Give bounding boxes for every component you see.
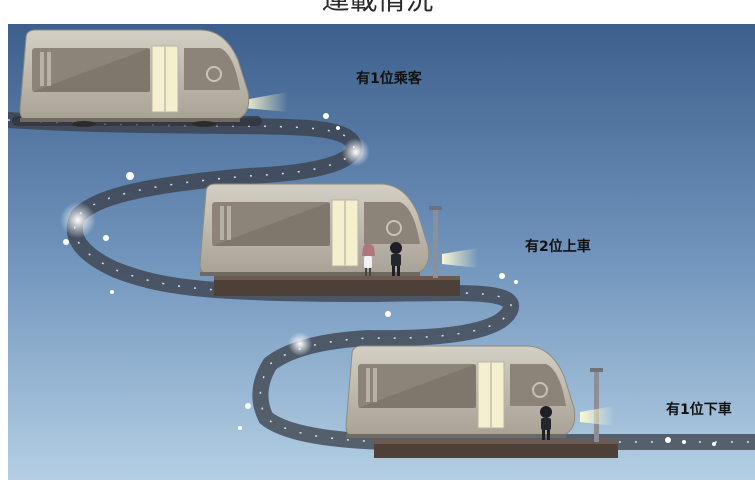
- platform-edge: [214, 276, 460, 280]
- platform: [214, 276, 460, 296]
- headlight-beam: [580, 406, 614, 426]
- sparkle: [60, 202, 96, 238]
- heading-text: 運載情況: [0, 0, 755, 20]
- sparkle: [238, 426, 242, 430]
- sparkle: [682, 440, 686, 444]
- alighting-passenger: [540, 406, 552, 440]
- tram-1: [12, 29, 288, 127]
- stop-label-passengers: 有1位乘客: [356, 71, 422, 87]
- sparkle: [342, 138, 370, 166]
- sparkle: [385, 311, 391, 317]
- sparkle: [245, 403, 251, 409]
- sparkle: [665, 437, 671, 443]
- station-pole: [594, 370, 599, 442]
- wheel: [72, 121, 96, 127]
- sparkle: [288, 332, 312, 356]
- scene-illustration: [0, 24, 755, 480]
- sparkles: [60, 113, 716, 446]
- platform-edge: [374, 440, 618, 444]
- sparkle: [514, 280, 518, 284]
- pole-cap: [590, 368, 603, 372]
- stop-label-alighting: 有1位下車: [666, 402, 732, 418]
- sparkle: [499, 273, 505, 279]
- sparkle: [126, 172, 134, 180]
- pole-cap: [429, 206, 442, 210]
- headlight-beam: [442, 248, 478, 268]
- tram-3: [345, 345, 618, 458]
- stop-label-boarding: 有2位上車: [525, 239, 591, 255]
- platform: [374, 440, 618, 458]
- tram-2: [199, 183, 478, 296]
- tram-journey-scene: 有1位乘客 有2位上車 有1位下車: [0, 24, 755, 480]
- tram-body: [345, 345, 576, 439]
- sparkle: [63, 239, 69, 245]
- station-pole: [433, 208, 438, 278]
- sparkle: [103, 235, 109, 241]
- headlight-beam: [244, 92, 288, 112]
- wheel: [192, 121, 216, 127]
- tram-body: [19, 29, 250, 123]
- sparkle: [323, 113, 329, 119]
- sparkle: [712, 442, 716, 446]
- diagram-heading: 運載情況: [0, 0, 755, 24]
- sparkle: [336, 126, 340, 130]
- sparkle: [110, 290, 114, 294]
- boarding-passenger-boy: [390, 242, 402, 276]
- boarding-passenger-girl: [362, 243, 375, 276]
